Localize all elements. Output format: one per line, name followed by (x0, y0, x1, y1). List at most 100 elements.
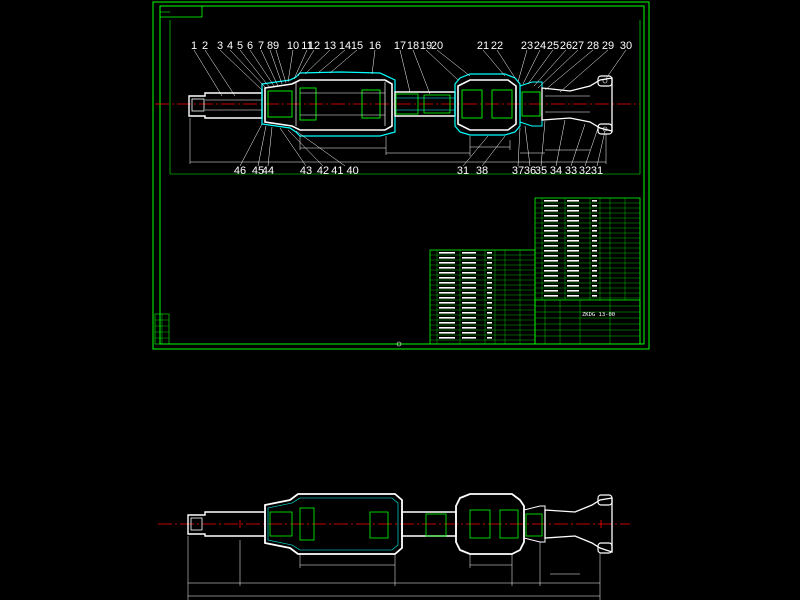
parts-list-text-mark (439, 327, 455, 329)
parts-list-text-mark (592, 270, 597, 272)
main-assembly-view (155, 71, 640, 164)
parts-list-text-mark (592, 275, 597, 277)
balloon-24: 24 (534, 40, 546, 52)
balloon-4: 4 (227, 40, 233, 52)
parts-list-text-mark (439, 292, 455, 294)
parts-list-text-mark (592, 265, 597, 267)
balloon-25: 25 (547, 40, 559, 52)
parts-list-text-mark (439, 267, 455, 269)
parts-list-text-mark (592, 280, 597, 282)
parts-list-text-mark (567, 280, 579, 282)
parts-list-text-mark (462, 257, 476, 259)
balloon-3: 3 (217, 40, 223, 52)
parts-list-text-mark (567, 260, 579, 262)
balloon-bottom-10: 35 (535, 165, 547, 177)
parts-list-text-mark (544, 285, 558, 287)
parts-list-text-mark (487, 317, 492, 319)
balloon-19: 19 (420, 40, 432, 52)
balloon-27: 27 (572, 40, 584, 52)
parts-list-text-mark (567, 235, 579, 237)
parts-list-text-mark (487, 302, 492, 304)
parts-list-text-mark (544, 200, 558, 202)
parts-list-text-mark (439, 297, 455, 299)
balloon-28: 28 (587, 40, 599, 52)
parts-list-text-mark (462, 272, 476, 274)
parts-list-text-mark (567, 240, 579, 242)
balloon-bottom-11: 34 (550, 165, 562, 177)
parts-list-text-mark (439, 277, 455, 279)
parts-list-text-mark (487, 337, 492, 339)
parts-list-text-mark (462, 332, 476, 334)
parts-list-text-mark (544, 220, 558, 222)
parts-list-text-mark (592, 230, 597, 232)
parts-list-text-mark (487, 327, 492, 329)
parts-list-text-mark (439, 257, 455, 259)
parts-list-text-mark (439, 307, 455, 309)
parts-list-text-mark (567, 200, 579, 202)
parts-list-text-mark (439, 287, 455, 289)
parts-list-text-mark (544, 210, 558, 212)
parts-list-text-mark (487, 262, 492, 264)
parts-list-text-mark (567, 205, 579, 207)
balloon-6: 6 (247, 40, 253, 52)
parts-list-text-mark (544, 215, 558, 217)
parts-list-text-mark (462, 317, 476, 319)
parts-list-text-mark (487, 307, 492, 309)
parts-list-text-mark (592, 255, 597, 257)
parts-list-text-mark (462, 292, 476, 294)
parts-list-text-mark (439, 332, 455, 334)
balloon-9: 9 (273, 40, 279, 52)
parts-list-text-mark (462, 302, 476, 304)
parts-list-text-mark (462, 327, 476, 329)
parts-list-text-mark (487, 297, 492, 299)
parts-list-text-mark (439, 317, 455, 319)
balloon-callouts-bottom (239, 119, 606, 167)
title-block: ZKDG 13-00 (429, 197, 641, 345)
parts-list-text-mark (487, 322, 492, 324)
parts-list-text-mark (592, 225, 597, 227)
parts-list-text-mark (544, 270, 558, 272)
balloon-8: 8 (267, 40, 273, 52)
parts-list-text-mark (462, 262, 476, 264)
parts-list-text-mark (592, 235, 597, 237)
parts-list-text-mark (567, 250, 579, 252)
parts-list-text-mark (592, 250, 597, 252)
balloon-bottom-4: 42 (317, 165, 329, 177)
balloon-bottom-3: 43 (300, 165, 312, 177)
parts-list-text-mark (544, 280, 558, 282)
parts-list-text-mark (544, 230, 558, 232)
parts-list-text-mark (592, 245, 597, 247)
balloon-10: 10 (287, 40, 299, 52)
parts-list-text-mark (592, 295, 597, 297)
parts-list-text-mark (487, 292, 492, 294)
parts-list-text-mark (567, 225, 579, 227)
parts-list-text-mark (462, 312, 476, 314)
balloon-29: 29 (602, 40, 614, 52)
parts-list-text-mark (439, 312, 455, 314)
balloon-2: 2 (202, 40, 208, 52)
parts-list-text-mark (439, 322, 455, 324)
balloon-5: 5 (237, 40, 243, 52)
balloon-callouts-top (193, 49, 627, 97)
balloon-20: 20 (431, 40, 443, 52)
parts-list-text-mark (487, 257, 492, 259)
parts-list-text-mark (592, 210, 597, 212)
balloon-14: 14 (339, 40, 351, 52)
parts-list-text-mark (462, 322, 476, 324)
parts-list-text-mark (567, 230, 579, 232)
balloon-bottom-5: 41 40 (331, 165, 359, 177)
parts-list-text-mark (487, 332, 492, 334)
parts-list-text-mark (544, 255, 558, 257)
lower-assembly-view (158, 493, 630, 600)
parts-list-text-mark (567, 285, 579, 287)
parts-list-text-mark (567, 265, 579, 267)
parts-list-text-mark (462, 282, 476, 284)
balloon-21: 21 (477, 40, 489, 52)
balloon-17: 17 (394, 40, 406, 52)
balloon-bottom-2: 44 (262, 165, 274, 177)
parts-list-text-mark (567, 275, 579, 277)
balloon-bottom-14: 31 (591, 165, 603, 177)
parts-list-text-mark (592, 215, 597, 217)
parts-list-text-mark (544, 295, 558, 297)
